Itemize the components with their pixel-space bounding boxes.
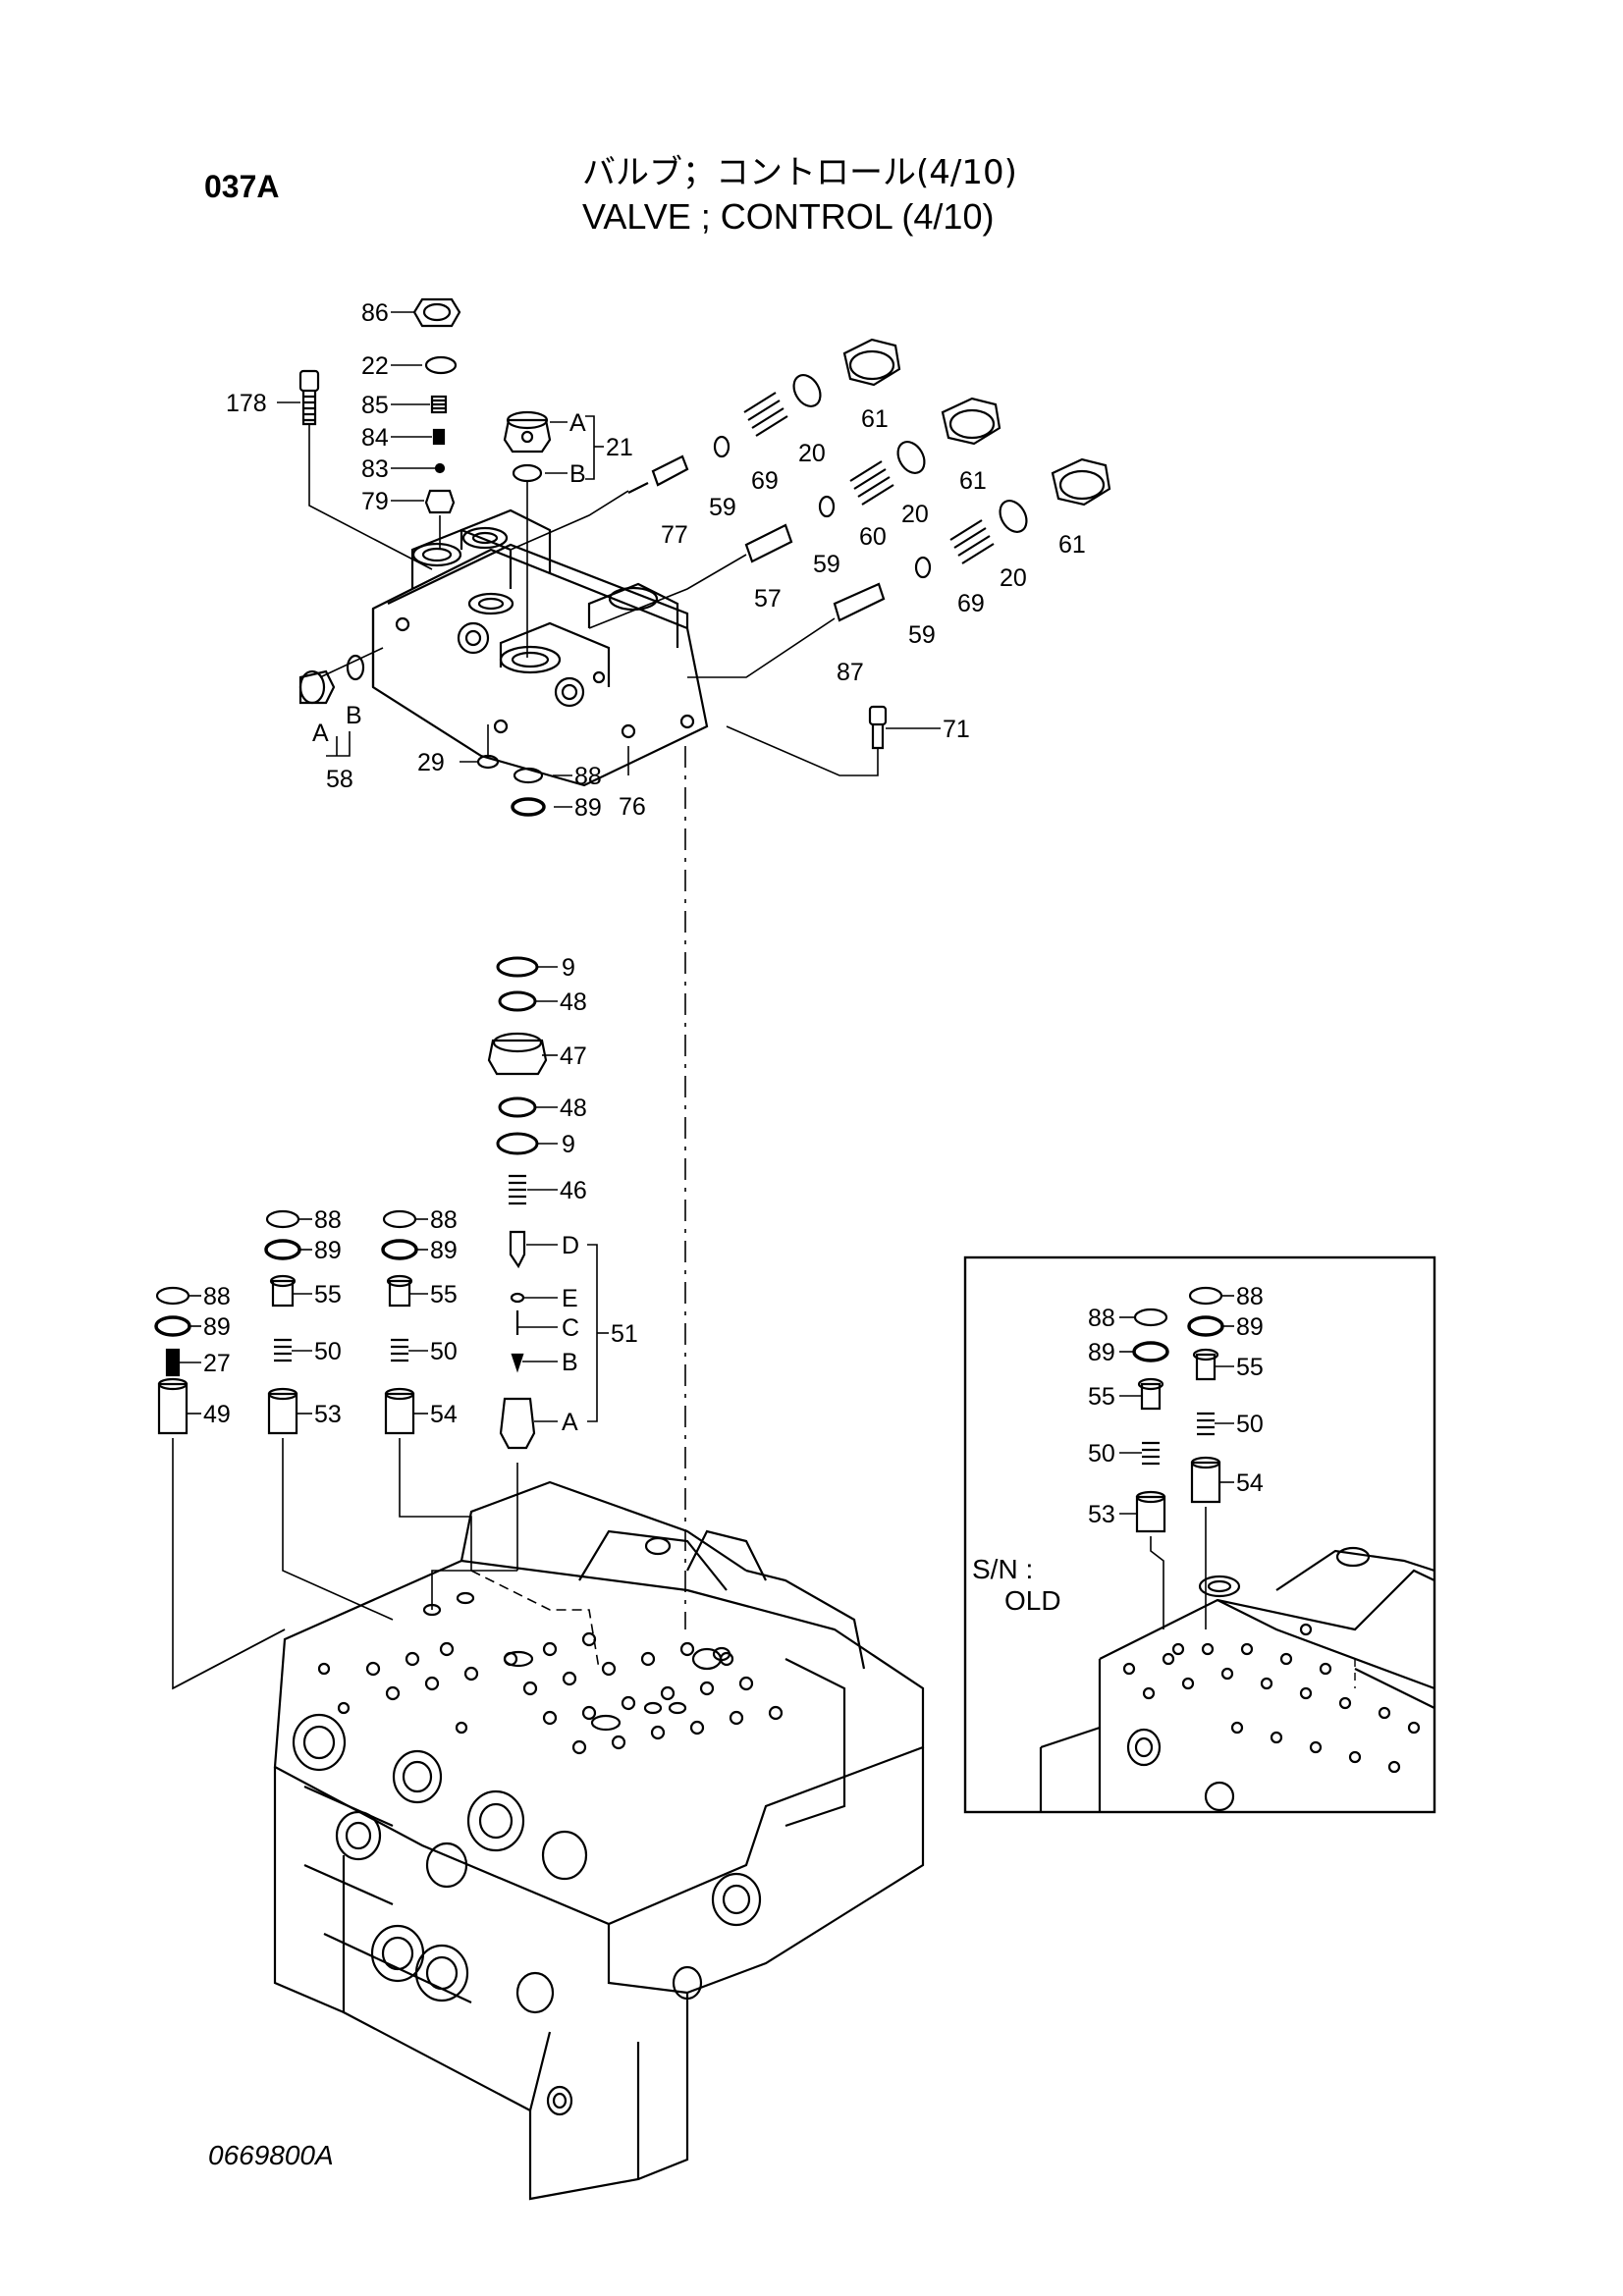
label-89-top: 89 <box>574 794 602 822</box>
label-20-b: 20 <box>901 501 929 528</box>
relief-valve-row-2 <box>588 397 1001 629</box>
label-c3-88: 88 <box>430 1206 458 1234</box>
label-76: 76 <box>619 793 646 821</box>
inset-old-serial <box>963 1255 1436 1814</box>
seals-under-cover <box>476 724 546 817</box>
label-inset-50-b: 50 <box>1236 1411 1264 1438</box>
label-51-c: C <box>562 1314 579 1342</box>
label-69-a: 69 <box>751 467 779 495</box>
label-c2-89: 89 <box>314 1237 342 1264</box>
label-61-b: 61 <box>959 467 987 495</box>
label-59-c: 59 <box>908 621 936 649</box>
label-c3-50: 50 <box>430 1338 458 1365</box>
column-2-parts <box>264 1209 394 1621</box>
plug-58 <box>298 647 384 705</box>
label-51-d: D <box>562 1232 579 1259</box>
label-inset-88-b: 88 <box>1236 1283 1264 1310</box>
label-51: 51 <box>611 1320 638 1348</box>
column-3-parts <box>381 1209 472 1571</box>
label-58-a: A <box>312 720 329 747</box>
label-51-e: E <box>562 1285 578 1312</box>
label-88-top: 88 <box>574 763 602 790</box>
label-86: 86 <box>361 299 389 327</box>
label-83: 83 <box>361 455 389 483</box>
label-48-a: 48 <box>560 988 587 1016</box>
label-inset-88-a: 88 <box>1088 1305 1115 1332</box>
label-c2-55: 55 <box>314 1281 342 1308</box>
label-c2-88: 88 <box>314 1206 342 1234</box>
label-c1-49: 49 <box>203 1401 231 1428</box>
label-c2-50: 50 <box>314 1338 342 1365</box>
label-51-a: A <box>562 1409 578 1436</box>
label-c1-88: 88 <box>203 1283 231 1310</box>
title-english: VALVE ; CONTROL (4/10) <box>582 196 995 237</box>
bolt-71 <box>726 705 888 776</box>
label-c3-89: 89 <box>430 1237 458 1264</box>
label-21-b: B <box>569 460 586 488</box>
relief-valve-row-3 <box>687 457 1111 678</box>
label-c2-53: 53 <box>314 1401 342 1428</box>
label-c1-27: 27 <box>203 1350 231 1377</box>
label-59-b: 59 <box>813 551 840 578</box>
relief-stack-51 <box>487 956 548 1571</box>
inset-sn-label: S/N : <box>972 1554 1033 1584</box>
label-inset-55-b: 55 <box>1236 1354 1264 1381</box>
plug-21 <box>503 410 552 658</box>
label-61-c: 61 <box>1058 531 1086 559</box>
label-46: 46 <box>560 1177 587 1204</box>
inset-old-label: OLD <box>1004 1585 1061 1616</box>
label-inset-89-b: 89 <box>1236 1313 1264 1341</box>
label-9-a: 9 <box>562 954 575 982</box>
label-inset-50-a: 50 <box>1088 1440 1115 1468</box>
label-85: 85 <box>361 392 389 419</box>
label-47: 47 <box>560 1042 587 1070</box>
label-79: 79 <box>361 488 389 515</box>
label-178: 178 <box>226 390 267 417</box>
label-inset-89-a: 89 <box>1088 1339 1115 1366</box>
label-c1-89: 89 <box>203 1313 231 1341</box>
leader-lines <box>179 311 1234 1515</box>
label-71: 71 <box>943 716 970 743</box>
label-77: 77 <box>661 521 688 549</box>
label-inset-53: 53 <box>1088 1501 1115 1528</box>
label-84: 84 <box>361 424 389 452</box>
label-58-b: B <box>346 702 362 729</box>
label-20-c: 20 <box>1000 564 1027 592</box>
label-22: 22 <box>361 352 389 380</box>
label-c3-55: 55 <box>430 1281 458 1308</box>
label-20-a: 20 <box>798 440 826 467</box>
label-51-b: B <box>562 1349 578 1376</box>
label-59-a: 59 <box>709 494 736 521</box>
label-87: 87 <box>837 659 864 686</box>
part-labels: 86 22 178 85 84 83 79 A B 21 61 20 69 59… <box>203 299 1264 1616</box>
label-21-a: A <box>569 409 586 437</box>
label-9-b: 9 <box>562 1131 575 1158</box>
label-29: 29 <box>417 749 445 776</box>
title-japanese: バルブ；コントロール(4/10) <box>582 153 1017 192</box>
label-60: 60 <box>859 523 887 551</box>
plug-stack <box>412 297 461 550</box>
label-c3-54: 54 <box>430 1401 458 1428</box>
label-inset-54: 54 <box>1236 1469 1264 1497</box>
drawing-number: 0669800A <box>208 2140 334 2170</box>
label-48-b: 48 <box>560 1095 587 1122</box>
label-58: 58 <box>326 766 353 793</box>
label-69-b: 69 <box>957 590 985 617</box>
label-61-a: 61 <box>861 405 889 433</box>
label-21: 21 <box>606 434 633 461</box>
control-valve-body <box>273 1480 925 2201</box>
bolt-178 <box>298 369 433 570</box>
column-1-parts <box>154 1286 286 1690</box>
label-57: 57 <box>754 585 782 613</box>
relief-valve-row-1 <box>510 338 901 551</box>
control-valve-cover <box>371 508 709 787</box>
section-number: 037A <box>204 169 280 204</box>
label-inset-55-a: 55 <box>1088 1383 1115 1411</box>
